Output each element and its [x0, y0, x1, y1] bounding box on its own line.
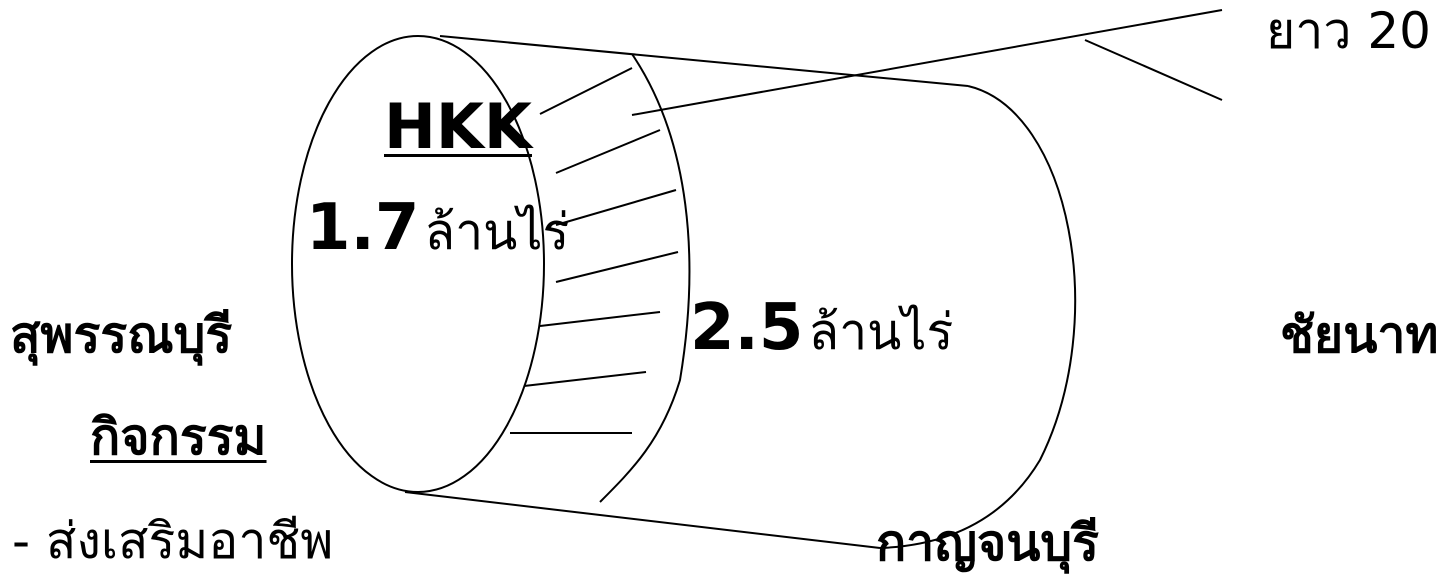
cylinder-bottom-edge: [404, 491, 881, 549]
inner-area-label: 1.7 ล้านไร่: [306, 196, 569, 260]
length-label: ยาว 20: [1266, 2, 1431, 60]
outer-area-label: 2.5 ล้านไร่: [690, 296, 953, 360]
province-bottom-label: กาญจนบุรี: [876, 513, 1100, 572]
inner-boundary-curve: [599, 53, 691, 503]
cylinder-back-curve: [879, 85, 1077, 549]
cylinder-front-face: [291, 35, 545, 493]
outer-area-value: 2.5: [690, 291, 804, 365]
inner-area-value: 1.7: [306, 191, 420, 265]
activities-heading: กิจกรรม: [90, 407, 267, 466]
hkk-label: HKK: [384, 90, 532, 163]
outer-area-unit: ล้านไร่: [808, 303, 954, 361]
inner-area-unit: ล้านไร่: [424, 203, 570, 261]
province-left-label: สุพรรณบุรี: [10, 305, 233, 364]
activity-item: - ส่งเสริมอาชีพ: [12, 512, 334, 570]
hatch-lines: [510, 67, 679, 434]
province-right-label: ชัยนาท: [1280, 305, 1439, 364]
length-callout-line-2: [1084, 39, 1223, 101]
cylinder-top-edge: [439, 35, 969, 87]
length-callout-line: [631, 9, 1223, 116]
